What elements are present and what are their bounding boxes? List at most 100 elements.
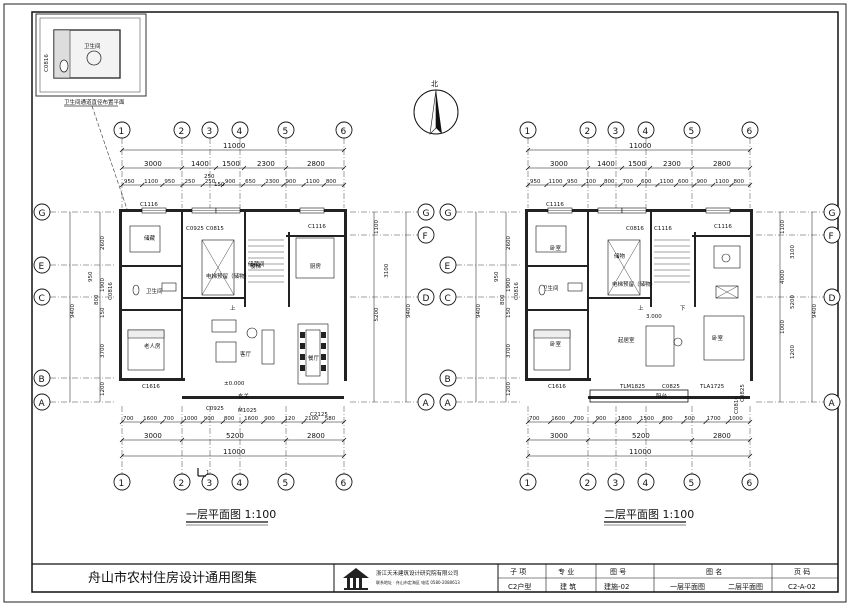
plan1-wall-C-mid bbox=[182, 297, 244, 299]
plan2-axis-right-G: G bbox=[829, 209, 836, 219]
plan1-dim-bottom-small-5: 800 bbox=[224, 416, 235, 422]
plan1-dim-top-mid-1: 1400 bbox=[191, 160, 209, 168]
inset-detail: 卫生间 C0816 卫生间通道直径布置平面 bbox=[35, 13, 147, 107]
plan1-sofa-side bbox=[261, 329, 275, 365]
plan2-wardrobe bbox=[715, 285, 739, 299]
plan2-wall-west bbox=[525, 209, 528, 381]
plan2-dim-top-small-1: 1100 bbox=[549, 179, 563, 185]
plan1-wall-E bbox=[122, 265, 182, 267]
plan1-dim-top-small-1: 1100 bbox=[144, 179, 158, 185]
plan2-axis-bottom-5: 5 bbox=[689, 479, 695, 489]
plan1-sofa-top bbox=[211, 319, 237, 333]
tb-header-drawing-no: 图 号 bbox=[610, 568, 626, 576]
plan2-room-label-5: 起居室 bbox=[618, 336, 635, 344]
plan2-dim-top-small-8: 600 bbox=[678, 179, 689, 185]
plan2-dim-bottom-small-0: 700 bbox=[529, 416, 540, 422]
plan2-dim-top-mid-1: 1400 bbox=[597, 160, 615, 168]
plan1-wall-south bbox=[182, 396, 344, 399]
plan2-window-tag-6: TLM1825 bbox=[619, 384, 646, 390]
plan1-dim-bottom-small-3: 1000 bbox=[184, 416, 198, 422]
plan2-dim-top-small-11: 800 bbox=[734, 179, 745, 185]
plan1-dim-left-7: 9400 bbox=[70, 304, 76, 318]
plan2-dim-right-4: 1000 bbox=[780, 320, 786, 334]
plan1-title: 一层平面图 1:100 bbox=[186, 508, 276, 521]
plan1-axis-bottom-6: 6 bbox=[341, 479, 347, 489]
plan2-chair bbox=[721, 253, 731, 263]
plan1-axis-top-3: 3 bbox=[207, 127, 213, 137]
plan1-dim-bottom-small-9: 2100 bbox=[305, 416, 319, 422]
plan2-window-tag-0: C1116 bbox=[546, 202, 564, 208]
plan1-dim-bottom-small-4: 900 bbox=[204, 416, 215, 422]
plan2-dim-top-small-4: 800 bbox=[604, 179, 615, 185]
plan2-axis-top-3: 3 bbox=[613, 127, 619, 137]
plan2-elevation: 3.000 bbox=[646, 314, 662, 320]
plan1-dim-left-5: 3700 bbox=[100, 344, 106, 358]
plan2-wall-axis2 bbox=[587, 212, 589, 378]
plan1-dim-top-small-6: 650 bbox=[245, 179, 256, 185]
plan1-axis-left-B: B bbox=[39, 375, 45, 385]
plan2-wall-axis5 bbox=[694, 232, 696, 307]
plan2-window-tag-1: C0816 bbox=[626, 226, 644, 232]
plan2-dim-bottom-small-7: 500 bbox=[684, 416, 695, 422]
plan2-bed-1 bbox=[535, 225, 567, 253]
plan1-wall-axis2 bbox=[181, 212, 183, 378]
plan2-dim-top-small-9: 900 bbox=[697, 179, 708, 185]
plan1-elevation: ±0.000 bbox=[224, 381, 245, 387]
plan2-axis-top-1: 1 bbox=[525, 127, 531, 137]
plan2-desk bbox=[713, 245, 741, 269]
plan2-axis-left-C: C bbox=[445, 294, 451, 304]
plan1-axis-right-A: A bbox=[423, 399, 430, 409]
plan1-dim-top-small-7: 2300 bbox=[265, 179, 279, 185]
plan2-toilet bbox=[538, 284, 546, 296]
plan1-dim-top-small-5: 900 bbox=[225, 179, 236, 185]
plan1-dim-bottom-mid-0: 3000 bbox=[144, 432, 162, 440]
tb-value-name-1: 一层平面图 bbox=[670, 583, 705, 591]
plan1-room-label-1: 卫生间 bbox=[146, 287, 163, 295]
plan2-dim-bottom-small-1: 1600 bbox=[551, 416, 565, 422]
tb-header-drawing-name: 图 名 bbox=[706, 567, 722, 576]
plan2-dim-bottom-small-8: 1700 bbox=[707, 416, 721, 422]
company-logo bbox=[342, 568, 370, 590]
plan2-stair-down: 下 bbox=[680, 305, 686, 312]
plan2-balcony bbox=[589, 389, 689, 403]
plan2-dim-bottom-small-5: 1500 bbox=[640, 416, 654, 422]
plan2-dim-bottom-total: 11000 bbox=[629, 448, 651, 456]
tb-value-discipline: 建 筑 bbox=[560, 582, 576, 591]
plan1-dim-top-mid-4: 2800 bbox=[307, 160, 325, 168]
plan1-axis-bottom-2: 2 bbox=[179, 479, 185, 489]
plan2-dim-left-7: 9400 bbox=[476, 304, 482, 318]
plan1-dim-left-0: 2600 bbox=[100, 236, 106, 250]
plan1-axis-top-2: 2 bbox=[179, 127, 185, 137]
plan2-dim-bottom-mid-1: 5200 bbox=[632, 432, 650, 440]
plan2-axis-left-B: B bbox=[445, 375, 451, 385]
plan1-axis-bottom-5: 5 bbox=[283, 479, 289, 489]
plan2-axis-right-D: D bbox=[829, 294, 836, 304]
plan2-axis-left-A: A bbox=[445, 399, 452, 409]
plan1-axis-left-G: G bbox=[39, 209, 46, 219]
plan2-dim-top-small-0: 950 bbox=[530, 179, 541, 185]
plan1-axis-bottom-3: 3 bbox=[207, 479, 213, 489]
plan2-axis-top-5: 5 bbox=[689, 127, 695, 137]
tb-value-drawing-no: 建施-02 bbox=[604, 582, 629, 591]
plan2-dim-bottom-small-9: 1000 bbox=[729, 416, 743, 422]
plan2-window-tag-2: C1116 bbox=[654, 226, 672, 232]
plan2-dim-bottom-small-3: 900 bbox=[596, 416, 607, 422]
plan1-dim-left-4: 150 bbox=[100, 307, 106, 318]
plan1-dim-top-small-8: 900 bbox=[285, 179, 296, 185]
plan1-dim-top-small-9: 1100 bbox=[306, 179, 320, 185]
plan2-dim-right-2: 4000 bbox=[780, 270, 786, 284]
plan2-wall-east bbox=[750, 209, 753, 381]
plan1-wall-south-west bbox=[119, 378, 185, 381]
plan2-room-label-6: 卧室 bbox=[712, 334, 724, 342]
plan1-room-label-5: 厨房 bbox=[310, 262, 322, 270]
plan2-dim-left-2: 950 bbox=[494, 271, 500, 282]
plan2-dim-top-mid-4: 2800 bbox=[713, 160, 731, 168]
plan2-dim-top-mid-0: 3000 bbox=[550, 160, 568, 168]
plan1-room-label-6: 楼梯 bbox=[250, 262, 262, 270]
inset-room-label: 卫生间 bbox=[84, 42, 101, 50]
plan1-dim-top-extra-1: 150 bbox=[214, 182, 225, 188]
plan2-dim-top-mid-3: 2300 bbox=[663, 160, 681, 168]
plan2-stair-up: 上 bbox=[638, 304, 644, 312]
